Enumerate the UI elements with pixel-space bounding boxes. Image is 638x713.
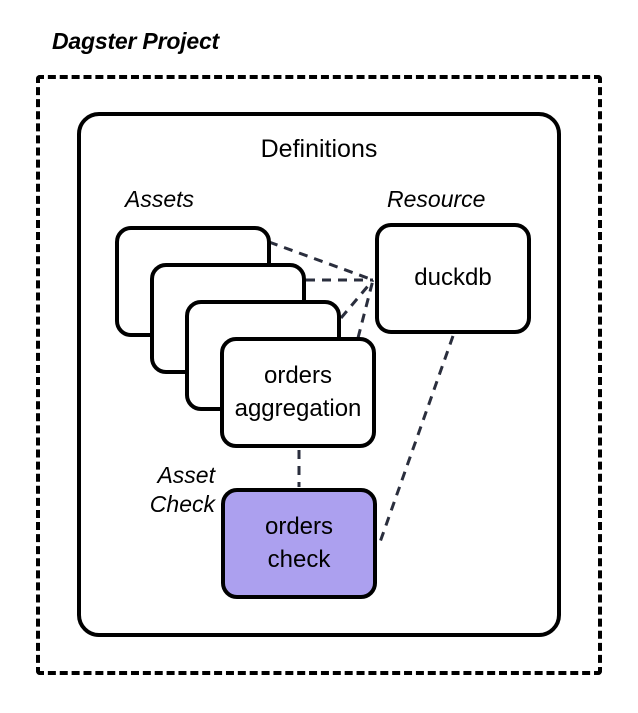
resource-card-duckdb[interactable]: duckdb — [375, 223, 531, 334]
definitions-label: Definitions — [260, 135, 378, 163]
project-title: Dagster Project — [52, 28, 220, 54]
asset-check-group-label-line1: Asset — [157, 462, 215, 488]
asset-check-card-orders-check-line2: check — [267, 545, 331, 573]
asset-check-card-orders-check-line1: orders — [264, 513, 334, 541]
asset-card-orders-aggregation-line1: orders — [263, 362, 333, 390]
assets-group-label: Assets — [125, 186, 195, 212]
dagster-project-boundary — [36, 75, 602, 675]
asset-check-group-label-line2: Check — [149, 491, 215, 518]
asset-card-orders-aggregation-line2: aggregation — [234, 394, 362, 422]
resource-group-label: Resource — [387, 186, 486, 212]
resource-card-duckdb-label: duckdb — [414, 264, 492, 292]
asset-check-card-orders-check[interactable]: orders check — [221, 488, 377, 599]
asset-card-orders-aggregation[interactable]: orders aggregation — [220, 337, 376, 448]
asset-check-group-label: Asset Check — [110, 461, 215, 520]
